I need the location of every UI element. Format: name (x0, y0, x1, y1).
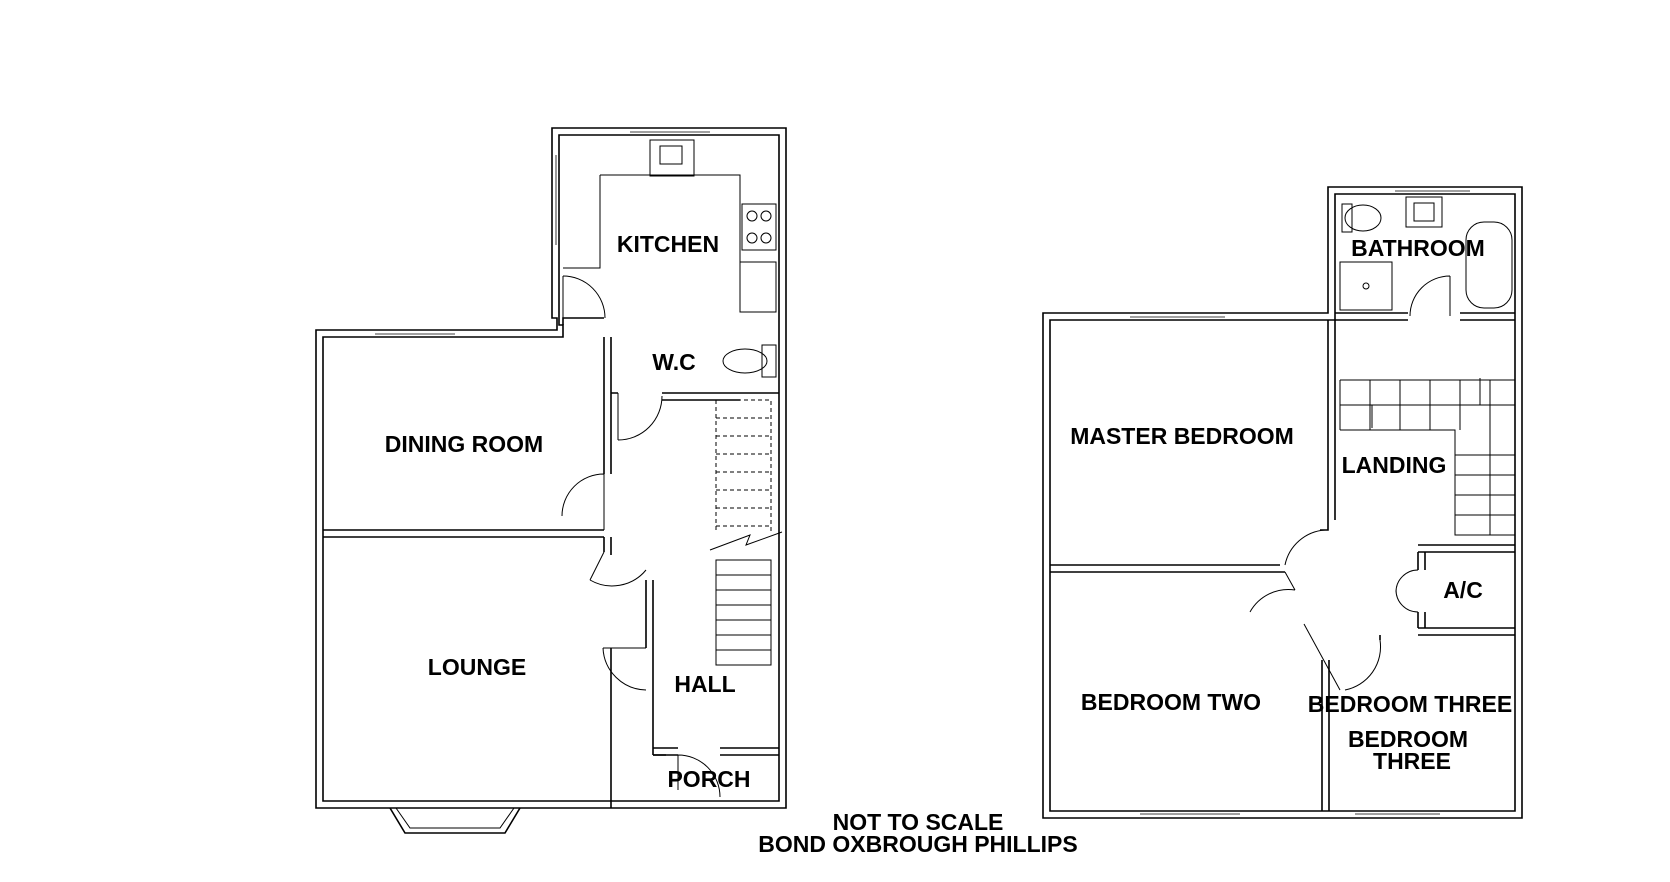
scale-note: NOT TO SCALE (833, 809, 1004, 835)
wc-toilet-icon (722, 348, 768, 374)
bath-icon (1465, 221, 1513, 309)
room-label-bedroom-three-line1: BEDROOM (1348, 726, 1468, 752)
ground-floor-plan (315, 127, 787, 834)
airing-cupboard-wall (1417, 544, 1515, 636)
first-floor-stairs (1339, 378, 1515, 536)
room-label-bedroom-three: BEDROOM THREE (1308, 691, 1512, 717)
room-label-bedroom-two: BEDROOM TWO (1081, 689, 1261, 715)
ground-floor-inner-wall (322, 134, 780, 802)
room-label-landing: LANDING (1342, 452, 1447, 478)
porch-wall (653, 747, 779, 756)
room-label-master-bedroom: MASTER BEDROOM (1070, 423, 1294, 449)
ground-floor-stairs (709, 399, 783, 666)
room-label-hall: HALL (674, 671, 735, 697)
wc-wall (603, 337, 779, 401)
agent-name: BOND OXBROUGH PHILLIPS (758, 831, 1077, 857)
room-label-wc: W.C (652, 349, 695, 375)
bathroom-wall (1335, 312, 1515, 321)
first-floor-outer-wall (1042, 186, 1523, 819)
room-label-lounge: LOUNGE (428, 654, 526, 680)
room-label-dining-room: DINING ROOM (385, 431, 543, 457)
room-label-bathroom: BATHROOM (1351, 235, 1485, 261)
room-label-bedroom-three-line2: THREE (1373, 748, 1451, 774)
basin-icon (1405, 196, 1443, 228)
room-label-porch: PORCH (667, 766, 750, 792)
ground-floor-outer-wall (315, 127, 787, 809)
bay-window (389, 807, 521, 834)
room-label-kitchen: KITCHEN (617, 231, 719, 257)
hob (741, 203, 777, 251)
toilet-icon (1344, 204, 1382, 232)
shower-tray-icon (1339, 261, 1393, 311)
room-label-airing-cupboard: A/C (1443, 577, 1483, 603)
first-floor-inner-wall (1049, 193, 1516, 812)
first-floor-plan (1042, 186, 1523, 819)
